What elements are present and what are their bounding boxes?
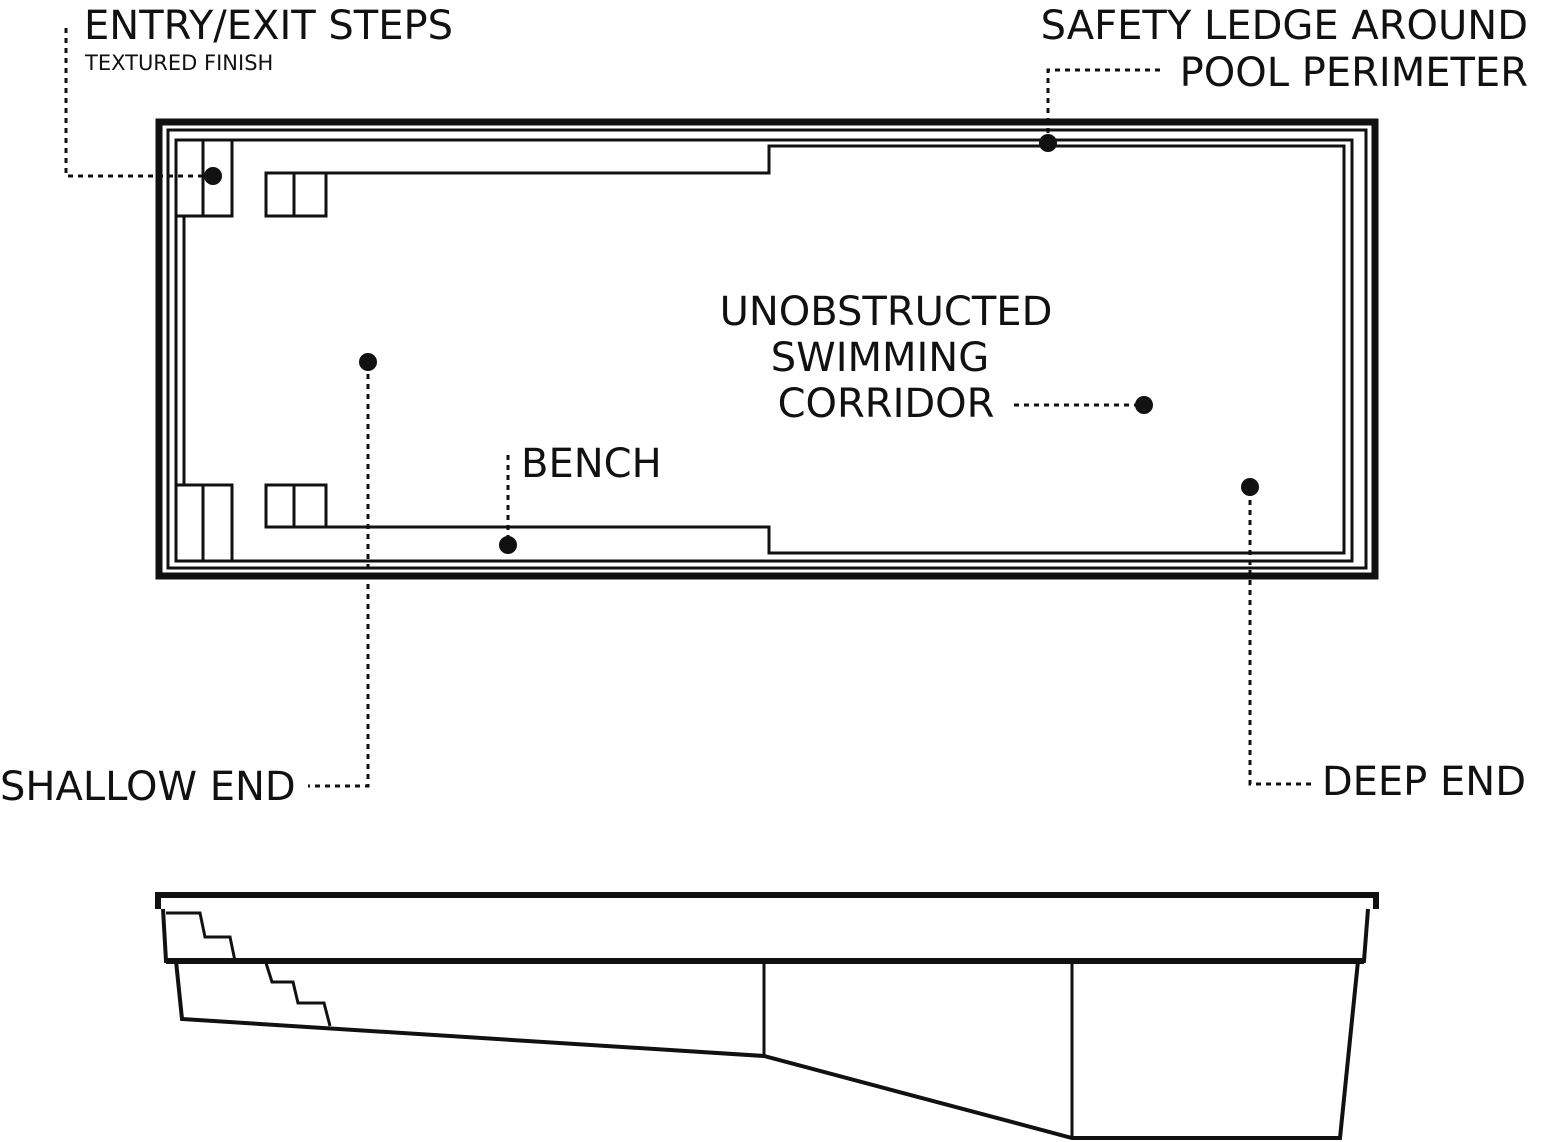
shallow-end-label: SHALLOW END — [0, 764, 296, 810]
safety-ledge-label-line1: SAFETY LEDGE AROUND — [1041, 3, 1528, 49]
plan-view: ENTRY/EXIT STEPS TEXTURED FINISH SAFETY … — [0, 3, 1528, 810]
deep-end-dot — [1241, 478, 1259, 496]
profile-shell — [161, 908, 1370, 963]
deep-end-leader — [1248, 490, 1314, 786]
top-bench-ledge — [266, 144, 1346, 555]
profile-lower-steps — [264, 962, 332, 1027]
corridor-label-line2: SWIMMING — [771, 335, 989, 381]
corridor-label-line1: UNOBSTRUCTED — [720, 289, 1053, 335]
pool-inner-edge — [166, 128, 1368, 570]
bench-label: BENCH — [521, 441, 662, 487]
profile-floor — [174, 960, 1360, 1140]
corridor-label-line3: CORRIDOR — [778, 381, 995, 427]
profile-coping — [155, 892, 1379, 909]
safety-ledge-label-line2: POOL PERIMETER — [1180, 50, 1528, 96]
deep-end-label: DEEP END — [1322, 759, 1526, 805]
corridor-dot — [1135, 396, 1153, 414]
entry-steps-label: ENTRY/EXIT STEPS — [84, 3, 453, 49]
profile-upper-steps — [166, 911, 237, 962]
safety-ledge-leader — [1046, 68, 1160, 142]
safety-ledge-dot — [1039, 134, 1057, 152]
entry-steps-dot — [204, 167, 222, 185]
top-entry-steps — [174, 138, 328, 218]
entry-steps-sublabel: TEXTURED FINISH — [84, 51, 273, 75]
pool-outer-wall — [155, 118, 1379, 580]
shallow-end-leader — [308, 364, 370, 788]
profile-view — [155, 892, 1379, 1140]
safety-ledge-outline — [174, 138, 1354, 563]
shallow-end-dot — [359, 353, 377, 371]
bench-dot — [499, 536, 517, 554]
bottom-entry-steps — [174, 483, 328, 563]
